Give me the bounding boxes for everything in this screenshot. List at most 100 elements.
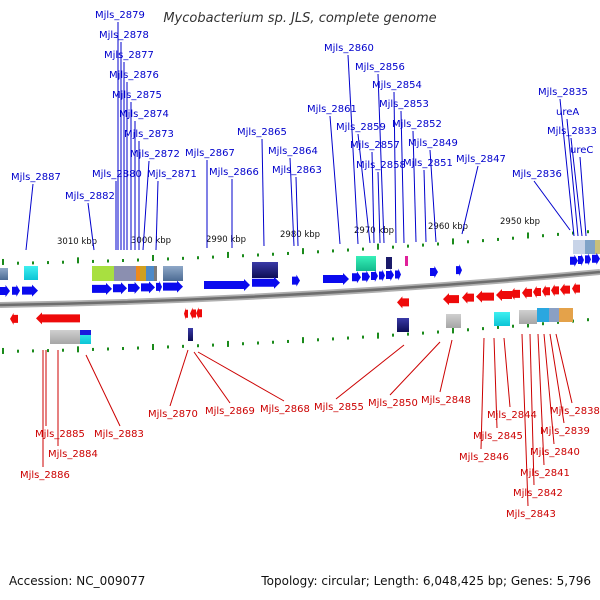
tick-mark xyxy=(167,257,169,261)
tick-mark xyxy=(32,261,34,265)
tick-mark xyxy=(392,245,394,249)
tick-mark xyxy=(62,348,64,352)
gene-label: Mjls_2842 xyxy=(513,488,563,499)
gene-label: Mjls_2838 xyxy=(550,406,600,417)
tick-mark xyxy=(362,247,364,251)
tick-mark xyxy=(2,347,4,354)
feature-box xyxy=(140,266,146,281)
tick-mark xyxy=(212,255,214,259)
gene-label: Mjls_2845 xyxy=(473,431,523,442)
gene-label: Mjls_2872 xyxy=(130,149,180,160)
reverse-gene-arrow xyxy=(560,283,570,296)
tick-mark xyxy=(77,346,79,353)
tick-mark xyxy=(32,349,34,353)
tick-mark xyxy=(47,349,49,353)
gene-label: Mjls_2887 xyxy=(11,172,61,183)
forward-feature-boxes xyxy=(0,240,600,281)
feature-box xyxy=(50,330,80,344)
tick-mark xyxy=(92,259,94,263)
tick-mark xyxy=(317,250,319,254)
genome-summary-text: Topology: circular; Length: 6,048,425 bp… xyxy=(260,574,591,588)
forward-gene-arrow xyxy=(92,282,112,295)
tick-mark xyxy=(437,330,439,334)
label-leader-line xyxy=(429,149,437,243)
gene-label: Mjls_2876 xyxy=(109,70,159,81)
reverse-gene-arrow xyxy=(496,289,512,302)
gene-label: Mjls_2851 xyxy=(403,158,453,169)
gene-label: Mjls_2874 xyxy=(119,109,169,120)
gene-label: Mjls_2856 xyxy=(355,62,405,73)
forward-gene-arrow xyxy=(578,254,584,267)
forward-gene-arrow xyxy=(379,269,385,282)
label-leader-line xyxy=(493,337,498,429)
scale-label: 2950 kbp xyxy=(500,217,540,227)
tick-mark xyxy=(527,321,529,328)
label-leader-line xyxy=(400,110,405,244)
tick-mark xyxy=(407,332,409,336)
feature-box xyxy=(356,256,376,271)
tick-mark xyxy=(167,345,169,349)
gene-label: Mjls_2878 xyxy=(99,30,149,41)
reverse-gene-arrow xyxy=(184,307,188,320)
tick-mark xyxy=(122,259,124,263)
reverse-gene-arrow xyxy=(36,312,80,325)
label-leader-line xyxy=(25,183,34,251)
tick-mark xyxy=(482,239,484,243)
tick-mark xyxy=(587,318,589,322)
gene-label: Mjls_2840 xyxy=(530,447,580,458)
reverse-gene-arrow xyxy=(551,284,559,297)
gene-label: Mjls_2833 xyxy=(547,126,597,137)
forward-gene-arrow xyxy=(371,270,378,283)
gene-label: Mjls_2866 xyxy=(209,167,259,178)
feature-box xyxy=(163,266,183,281)
forward-gene-arrow xyxy=(592,252,600,265)
gene-label: Mjls_2847 xyxy=(456,154,506,165)
genome-title: Mycobacterium sp. JLS, complete genome xyxy=(163,11,436,26)
forward-gene-arrow xyxy=(395,268,401,281)
label-leader-line xyxy=(295,176,299,247)
feature-box xyxy=(559,308,573,322)
gene-label: Mjls_2859 xyxy=(336,122,386,133)
label-leader-line xyxy=(289,157,295,247)
label-leader-line xyxy=(169,349,189,407)
feature-box xyxy=(397,318,409,332)
tick-mark xyxy=(512,236,514,240)
gene-label: Mjls_2869 xyxy=(205,406,255,417)
tick-mark xyxy=(467,240,469,244)
label-leader-line xyxy=(87,202,95,251)
tick-mark xyxy=(317,338,319,342)
forward-gene-arrow xyxy=(204,278,250,291)
tick-mark xyxy=(242,254,244,258)
feature-box xyxy=(114,266,136,281)
gene-label: Mjls_2836 xyxy=(512,169,562,180)
tick-mark xyxy=(137,346,139,350)
gene-label: Mjls_2875 xyxy=(112,90,162,101)
gene-label: Mjls_2858 xyxy=(356,160,406,171)
gene-label: Mjls_2853 xyxy=(379,99,429,110)
forward-gene-arrow xyxy=(12,284,20,297)
label-leader-line xyxy=(529,333,535,486)
tick-mark xyxy=(62,260,64,264)
forward-gene-arrow xyxy=(141,281,155,294)
gene-label: Mjls_2863 xyxy=(272,165,322,176)
tick-mark xyxy=(77,257,79,264)
label-leader-line xyxy=(461,165,479,235)
label-leader-line xyxy=(439,339,453,393)
tick-mark xyxy=(347,336,349,340)
reverse-gene-arrow xyxy=(196,307,202,320)
forward-gene-arrow xyxy=(456,264,462,277)
tick-mark xyxy=(257,341,259,345)
reverse-gene-arrow xyxy=(443,293,459,306)
forward-gene-arrow xyxy=(163,280,183,293)
label-leader-line xyxy=(423,169,427,243)
feature-box xyxy=(136,266,140,281)
label-leader-line xyxy=(549,333,565,424)
reverse-gene-arrow xyxy=(510,287,520,300)
tick-mark xyxy=(557,232,559,236)
feature-box xyxy=(24,266,38,280)
feature-box xyxy=(549,308,559,322)
gene-label: Mjls_2839 xyxy=(540,426,590,437)
tick-mark xyxy=(257,253,259,257)
label-leader-line xyxy=(197,351,285,402)
label-leader-line xyxy=(533,180,571,231)
